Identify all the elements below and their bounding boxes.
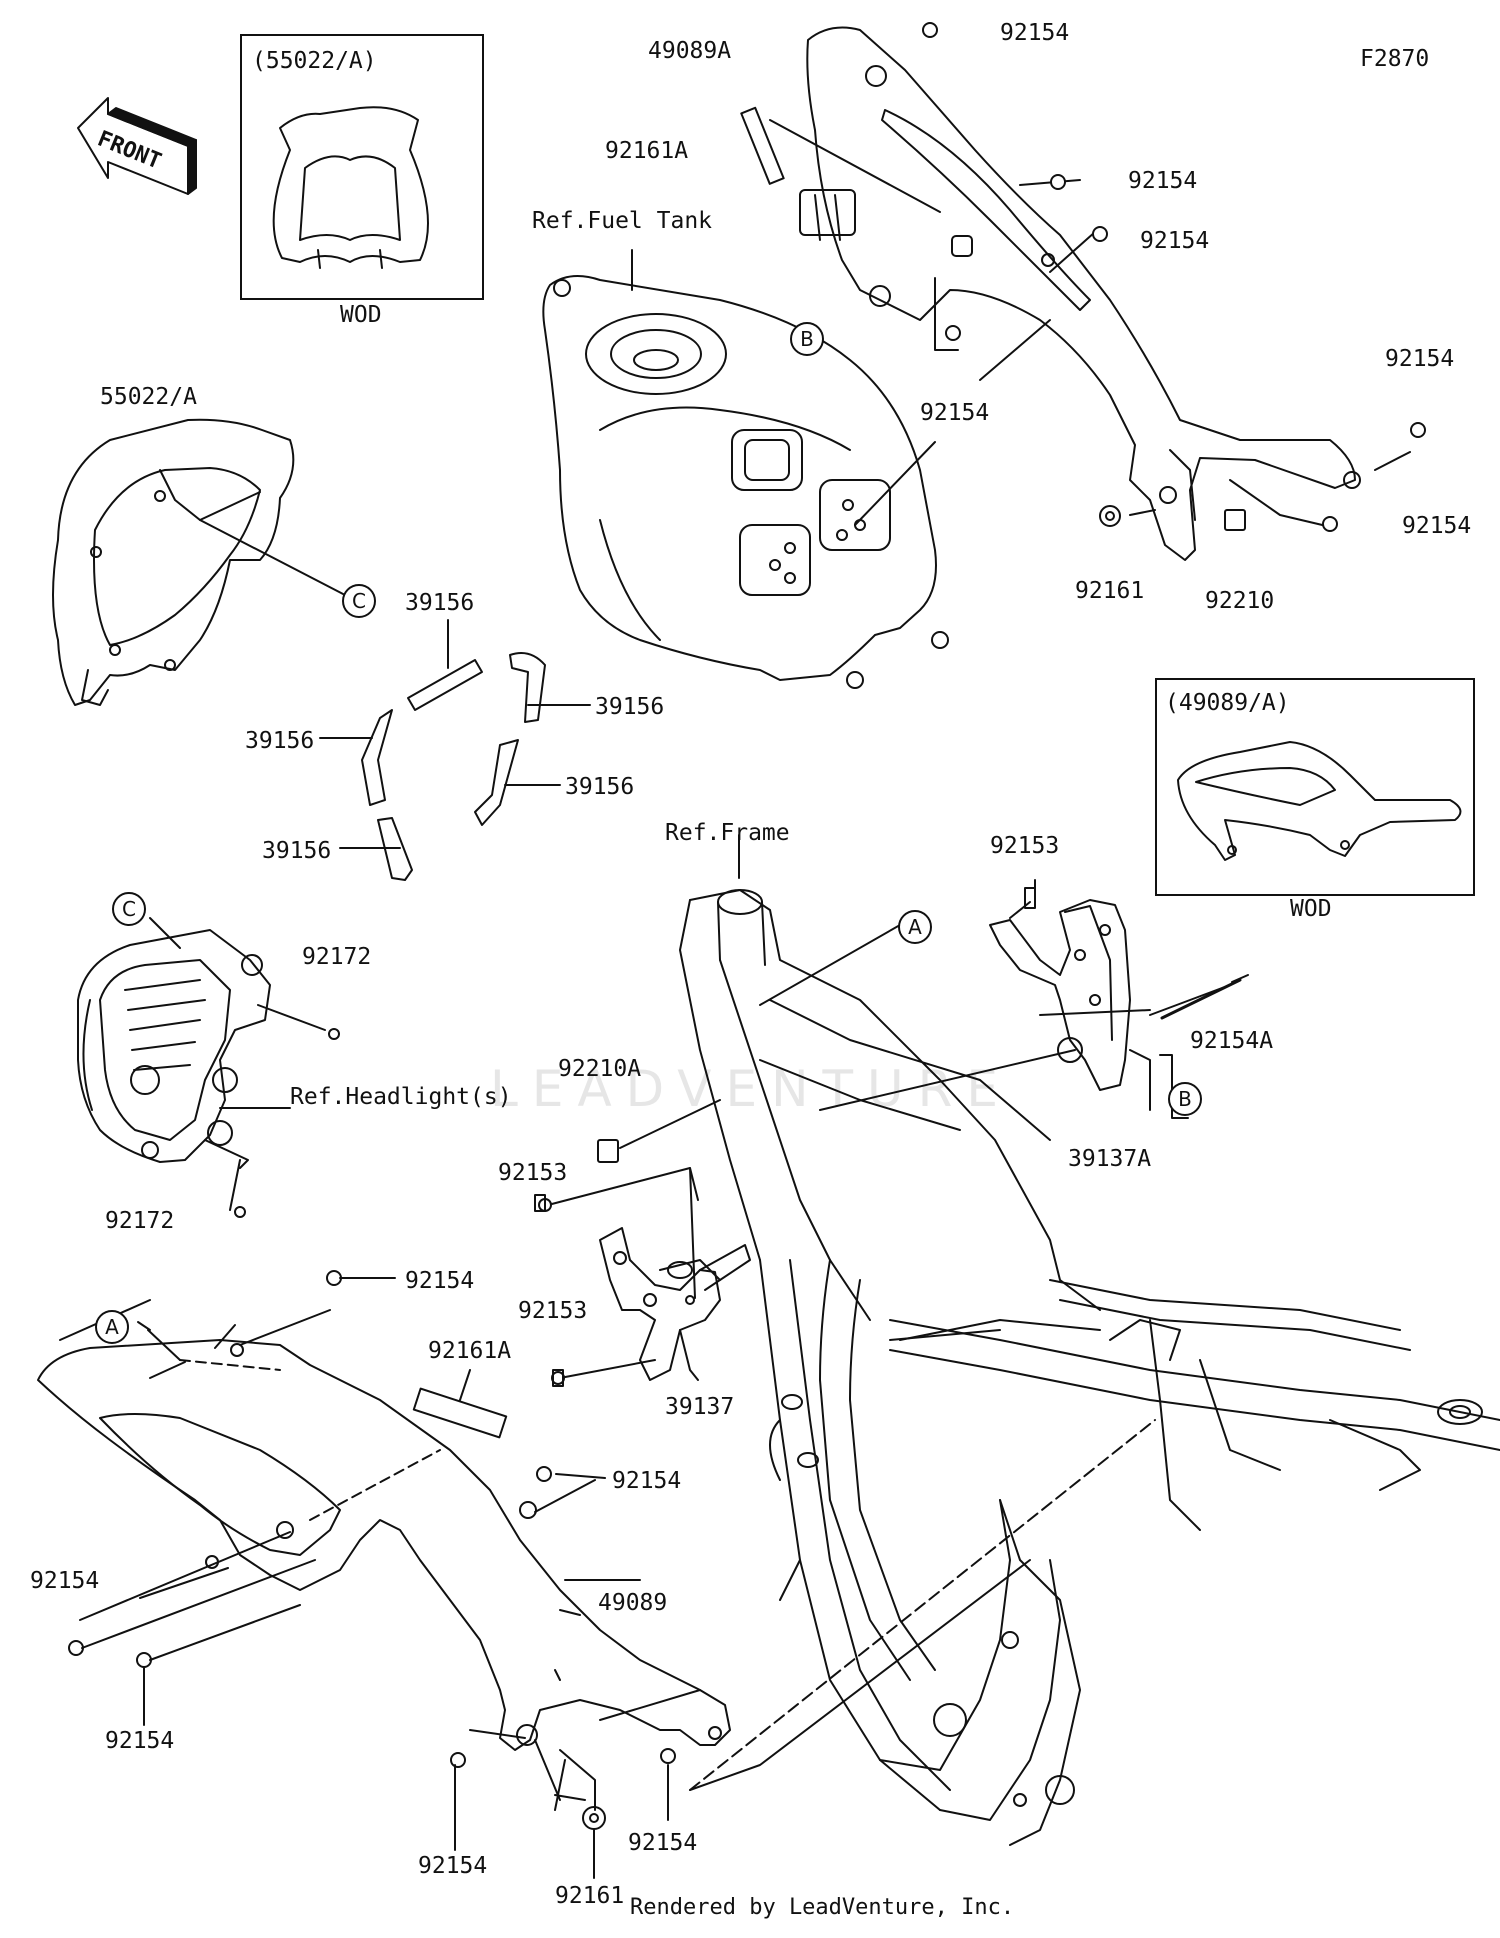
leader-line	[759, 924, 901, 1006]
part-label-92153-upper: 92153	[990, 833, 1060, 859]
leader-line	[689, 1559, 1031, 1791]
bracket-39137a-drawing	[989, 899, 1131, 1091]
leader-line	[889, 1329, 1001, 1341]
leader-line	[619, 1099, 721, 1149]
part-label-39137: 39137	[665, 1394, 735, 1420]
inset-title-cowl: (55022/A)	[252, 48, 377, 74]
bolt-92153-low	[552, 1369, 564, 1387]
inset-title-shroud: (49089/A)	[1165, 690, 1290, 716]
leader-line	[469, 1689, 701, 1801]
leader-line	[143, 1667, 669, 1879]
part-label-39137A: 39137A	[1068, 1146, 1152, 1172]
headlight-cowl-inset-drawing	[272, 106, 429, 269]
part-label-92161A-upper: 92161A	[605, 138, 689, 164]
leader-line	[149, 917, 326, 1211]
left-shroud-drawing	[37, 1339, 731, 1751]
inset-variant-cowl: WOD	[340, 302, 382, 328]
shroud-variant-inset	[1155, 678, 1475, 896]
part-label-92154A: 92154A	[1190, 1028, 1274, 1054]
bracket-39137-drawing	[599, 1227, 751, 1381]
headlight-assembly-drawing	[77, 929, 271, 1163]
callout-b-upper: B	[790, 322, 824, 356]
leader-line	[459, 1369, 471, 1401]
cowl-variant-inset	[240, 34, 484, 300]
leader-line	[819, 901, 1231, 1111]
bolt-92153-mid	[534, 1194, 546, 1212]
leader-line	[554, 1759, 566, 1811]
strip-92161A-upper	[740, 106, 785, 185]
fuel-tank-drawing	[542, 275, 949, 689]
callout-b-bracket: B	[1168, 1082, 1202, 1116]
grommet-92161	[1099, 505, 1121, 527]
part-label-92153-lower: 92153	[518, 1298, 588, 1324]
headlight-cowl-drawing	[52, 418, 295, 706]
ref-headlights: Ref.Headlight(s)	[290, 1084, 512, 1110]
part-label-92154-mid-left: 92154	[405, 1268, 475, 1294]
part-label-92154-upper-center: 92154	[920, 400, 990, 426]
part-label-39156-a: 39156	[405, 590, 475, 616]
callout-a-frame: A	[898, 910, 932, 944]
leader-line	[319, 619, 591, 849]
part-label-92154-upper-right: 92154	[1128, 168, 1198, 194]
leader-line	[137, 1321, 151, 1331]
inset-variant-shroud: WOD	[1290, 896, 1332, 922]
right-shroud-drawing	[799, 26, 1361, 561]
callout-a-shroud: A	[95, 1310, 129, 1344]
part-label-39156-b: 39156	[595, 694, 665, 720]
ref-frame: Ref.Frame	[665, 820, 790, 846]
footer-credit: Rendered by LeadVenture, Inc.	[630, 1895, 1015, 1920]
part-label-92154-top: 92154	[1000, 20, 1070, 46]
leader-line	[1039, 1009, 1151, 1016]
leader-line	[147, 1329, 186, 1379]
part-label-39156-c: 39156	[245, 728, 315, 754]
part-label-92154-mid-right: 92154	[612, 1468, 682, 1494]
part-label-92153-mid: 92153	[498, 1160, 568, 1186]
part-label-92154-lower-left: 92154	[30, 1568, 100, 1594]
part-label-49089A: 49089A	[648, 38, 732, 64]
nut-92210	[1224, 509, 1246, 531]
part-label-92210: 92210	[1205, 588, 1275, 614]
part-label-92154-bottom-right: 92154	[628, 1830, 698, 1856]
part-label-92154-right-low: 92154	[1402, 513, 1472, 539]
part-label-49089: 49089	[598, 1590, 668, 1616]
callout-c-headlight: C	[112, 892, 146, 926]
leader-line	[689, 1167, 696, 1299]
bolt-92153-upper	[1024, 887, 1036, 909]
leader-line	[199, 519, 346, 596]
part-label-39156-d: 39156	[565, 774, 635, 800]
ref-fuel-tank: Ref.Fuel Tank	[532, 208, 713, 234]
callout-c-upper: C	[342, 584, 376, 618]
nut-92210A	[597, 1139, 619, 1163]
diagram-code: F2870	[1360, 46, 1430, 72]
leader-line	[854, 441, 936, 526]
part-label-39156-e: 39156	[262, 838, 332, 864]
part-label-92154-upper-mid: 92154	[1140, 228, 1210, 254]
part-label-92161A-lower: 92161A	[428, 1338, 512, 1364]
part-label-92154-bottom-left: 92154	[418, 1853, 488, 1879]
shroud-variant-inset-drawing	[1177, 741, 1462, 861]
part-label-92172-upper: 92172	[302, 944, 372, 970]
part-label-92172-lower: 92172	[105, 1208, 175, 1234]
part-label-92154-far-right: 92154	[1385, 346, 1455, 372]
part-label-92154-lower-left2: 92154	[105, 1728, 175, 1754]
leader-line	[79, 1309, 596, 1681]
part-label-92210A: 92210A	[558, 1056, 642, 1082]
part-label-92161-upper: 92161	[1075, 578, 1145, 604]
part-label-92161-bottom: 92161	[555, 1883, 625, 1909]
frame-drawing	[659, 889, 1500, 1846]
rubber-strips-drawing	[361, 652, 546, 881]
part-label-55022A: 55022/A	[100, 384, 197, 410]
leader-line	[81, 1277, 606, 1661]
front-arrow-icon	[77, 97, 197, 195]
leader-line	[769, 119, 1411, 529]
strip-92161A-lower	[412, 1387, 508, 1439]
